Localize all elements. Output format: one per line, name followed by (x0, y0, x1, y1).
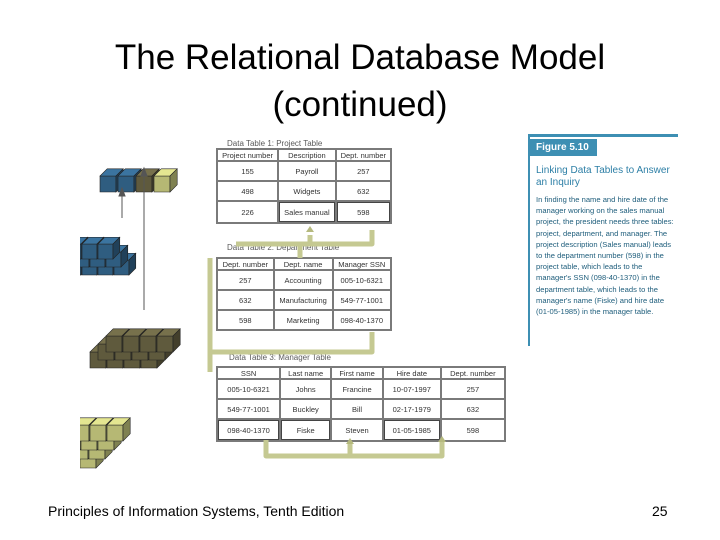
table-cell: Bill (332, 400, 382, 418)
title-line-1: The Relational Database Model (114, 38, 606, 77)
header-cell: Project number (218, 150, 278, 160)
table-row: 005-10-6321 Johns Francine 10-07-1997 25… (218, 380, 504, 398)
figure-title: Linking Data Tables to Answer an Inquiry (536, 165, 670, 188)
table-cell: Payroll (279, 162, 335, 180)
figure-accent-rule (528, 134, 530, 346)
table-cell: 257 (441, 380, 504, 398)
link-connector-1 (236, 230, 375, 247)
table-header-row: Dept. number Dept. name Manager SSN (218, 259, 390, 269)
slide-title: The Relational Database Model (continued… (0, 34, 720, 128)
header-cell: Manager SSN (333, 259, 390, 269)
header-cell: SSN (218, 368, 280, 378)
arrow-head (306, 226, 314, 232)
table-row: 226 Sales manual 598 (218, 202, 390, 222)
table-cell: Johns (281, 380, 331, 398)
table-cell: 005-10-6321 (218, 380, 280, 398)
table-cell-highlighted: 098-40-1370 (218, 420, 280, 440)
header-cell: Description (279, 150, 335, 160)
table-cell: 632 (441, 400, 504, 418)
table-row: 549-77-1001 Buckley Bill 02-17-1979 632 (218, 400, 504, 418)
table-header-row: Project number Description Dept. number (218, 150, 390, 160)
footer-text: Principles of Information Systems, Tenth… (48, 503, 345, 519)
layered-blocks-diagram (80, 166, 181, 469)
table-row: 632 Manufacturing 549-77-1001 (218, 291, 390, 309)
table-cell: Widgets (279, 182, 335, 200)
table-cell: 632 (218, 291, 273, 309)
table-cell: 226 (218, 202, 278, 222)
table-caption-project: Data Table 1: Project Table (226, 139, 324, 148)
department-table: Dept. number Dept. name Manager SSN 257 … (216, 257, 392, 331)
table-cell: Accounting (274, 271, 332, 289)
table-cell: 155 (218, 162, 278, 180)
table-cell-highlighted: Sales manual (279, 202, 335, 222)
table-caption-department: Data Table 2: Department Table (226, 243, 341, 252)
figure-caption-panel: Figure 5.10 Linking Data Tables to Answe… (528, 134, 678, 346)
table-cell: 549-77-1001 (333, 291, 390, 309)
table-cell: 257 (218, 271, 273, 289)
page-number: 25 (652, 503, 668, 519)
arrow-head-1 (118, 186, 126, 197)
title-line-2: (continued) (272, 85, 448, 124)
header-cell: Dept. number (441, 368, 504, 378)
figure-number: Figure 5.10 (528, 139, 597, 156)
table-header-row: SSN Last name First name Hire date Dept.… (218, 368, 504, 378)
table-cell: 498 (218, 182, 278, 200)
table-cell: Manufacturing (274, 291, 332, 309)
header-cell: First name (332, 368, 382, 378)
table-cell: Buckley (281, 400, 331, 418)
link-connector-5 (263, 440, 445, 459)
table-cell: Steven (332, 420, 382, 440)
header-cell: Dept. name (274, 259, 332, 269)
figure-header: Figure 5.10 (528, 134, 678, 157)
arrow-head (346, 438, 354, 444)
cube-block (153, 168, 178, 193)
manager-table: SSN Last name First name Hire date Dept.… (216, 366, 506, 442)
table-cell-highlighted: 01-05-1985 (383, 420, 440, 440)
table-cell: 005-10-6321 (333, 271, 390, 289)
table-link-connectors (207, 226, 446, 459)
table-cell: Francine (332, 380, 382, 398)
table-row: 498 Widgets 632 (218, 182, 390, 200)
cube-block (139, 328, 164, 353)
table-caption-manager: Data Table 3: Manager Table (228, 353, 332, 362)
table-cell: 549-77-1001 (218, 400, 280, 418)
table-cell: 632 (336, 182, 390, 200)
arrow-head-2 (140, 166, 148, 177)
cube-block (106, 417, 131, 442)
header-cell: Hire date (383, 368, 440, 378)
arrow-head (438, 436, 446, 442)
link-connector-3 (207, 332, 375, 372)
table-row: 098-40-1370 Fiske Steven 01-05-1985 598 (218, 420, 504, 440)
header-cell: Dept. number (218, 259, 273, 269)
header-cell: Last name (281, 368, 331, 378)
table-row: 257 Accounting 005-10-6321 (218, 271, 390, 289)
table-cell: 098-40-1370 (333, 311, 390, 329)
table-cell: 257 (336, 162, 390, 180)
table-cell: 02-17-1979 (383, 400, 440, 418)
table-row: 598 Marketing 098-40-1370 (218, 311, 390, 329)
table-row: 155 Payroll 257 (218, 162, 390, 180)
cube-block (156, 328, 181, 353)
table-cell-highlighted: Fiske (281, 420, 331, 440)
table-cell: Marketing (274, 311, 332, 329)
table-cell: 598 (441, 420, 504, 440)
table-cell-highlighted: 598 (336, 202, 390, 222)
project-table: Project number Description Dept. number … (216, 148, 392, 224)
table-cell: 10-07-1997 (383, 380, 440, 398)
figure-caption: In finding the name and hire date of the… (536, 195, 674, 317)
table-cell: 598 (218, 311, 273, 329)
header-cell: Dept. number (336, 150, 390, 160)
cube-block (97, 236, 121, 260)
